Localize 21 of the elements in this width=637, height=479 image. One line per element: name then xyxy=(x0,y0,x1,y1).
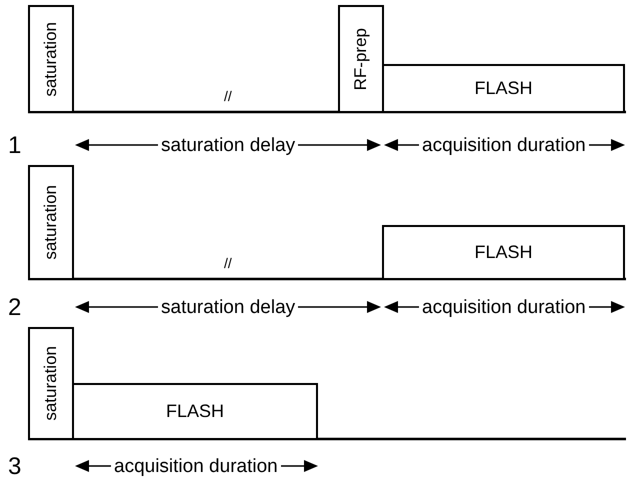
block-label: saturation xyxy=(41,185,61,260)
block-label: FLASH xyxy=(166,401,224,422)
block-label: saturation xyxy=(41,22,61,96)
time-break-mark: // xyxy=(224,89,232,103)
duration-label: saturation delay xyxy=(158,298,298,316)
time-break-mark: // xyxy=(224,256,232,270)
pulse-block xyxy=(338,5,384,113)
readout-block xyxy=(72,383,318,440)
pulse-block xyxy=(28,165,74,280)
block-label: saturation xyxy=(41,346,61,421)
readout-block xyxy=(382,64,625,113)
pulse-block xyxy=(28,5,74,113)
duration-label: acquisition duration xyxy=(419,298,589,316)
block-label: RF-prep xyxy=(351,28,371,90)
pulse-block xyxy=(28,327,74,440)
duration-label: saturation delay xyxy=(158,136,298,154)
duration-label: acquisition duration xyxy=(111,456,281,476)
duration-label: acquisition duration xyxy=(419,136,589,154)
readout-block xyxy=(382,225,625,280)
block-label: FLASH xyxy=(474,78,533,99)
block-label: FLASH xyxy=(474,242,533,263)
